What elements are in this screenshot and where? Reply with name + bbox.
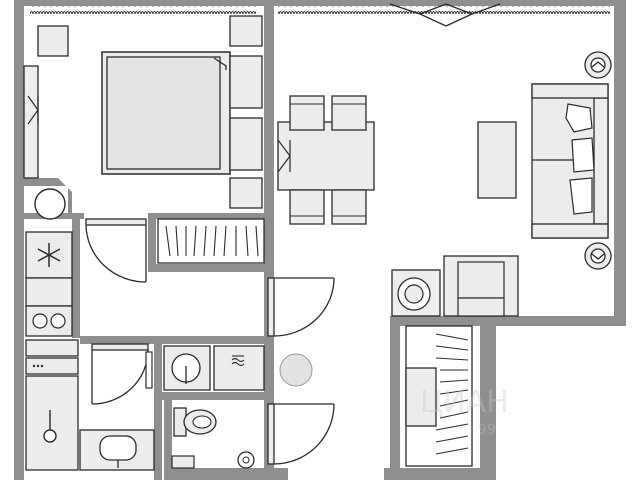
wardrobe-entry <box>25 375 79 471</box>
bathroom <box>145 345 265 391</box>
nightstand-top <box>229 15 263 47</box>
bedroom <box>23 15 265 283</box>
chair-1 <box>289 95 325 131</box>
bedroom-wardrobe <box>23 65 39 179</box>
wall-bath-top <box>148 336 268 344</box>
cushion-1 <box>565 103 593 133</box>
living-window <box>278 6 610 14</box>
toilet-sink <box>171 455 195 469</box>
wall-wardrobe-bottom <box>148 264 268 272</box>
nightstand-bottom <box>229 177 263 209</box>
wall-bottom-mid <box>384 468 398 480</box>
outer-wall-right <box>614 0 626 326</box>
pillow-top <box>229 55 263 109</box>
pillow-bottom <box>229 117 263 171</box>
watermark: ЦИАН 99 <box>420 385 509 438</box>
outer-wall-left <box>14 0 24 480</box>
ceiling-lamp-hall <box>279 353 313 387</box>
chair-4 <box>331 189 367 225</box>
ceiling-lamp-icon <box>43 429 57 443</box>
snowflake-icon <box>37 243 61 267</box>
shoe-cabinet <box>25 339 79 357</box>
water-wave-icon <box>231 355 245 367</box>
toilet-seat <box>192 415 212 429</box>
kitchen <box>25 188 73 337</box>
bedroom-window <box>30 6 256 14</box>
table-window-icon <box>277 139 291 173</box>
wall-toilet-left <box>164 400 172 480</box>
entry <box>25 339 155 471</box>
toilet-room <box>171 407 255 469</box>
floor-lamp-bottom <box>584 242 612 270</box>
living-room <box>277 51 612 317</box>
coffee-table <box>477 121 517 199</box>
counter <box>25 277 73 307</box>
living-bottom-wall <box>390 316 626 326</box>
speaker-inner <box>404 284 424 304</box>
wall-bedroom-living <box>264 0 274 272</box>
door-swing-icon <box>85 218 147 283</box>
round-sink <box>34 188 66 220</box>
bed-mattress <box>106 56 221 170</box>
balcony-cabinet <box>405 367 437 427</box>
wall-bedroom-bottom-2 <box>148 213 268 219</box>
dots <box>32 364 44 368</box>
wall-balcony-right <box>480 316 496 480</box>
wall-bathroom-mid <box>162 392 266 400</box>
wall-wardrobe-left <box>148 213 156 272</box>
vanity <box>99 435 137 461</box>
burner-1 <box>32 313 48 329</box>
chair-3 <box>289 189 325 225</box>
wall-kitchen-right <box>72 213 80 338</box>
bedroom-dresser <box>37 25 69 57</box>
bath-door-swing <box>91 343 149 405</box>
sofa-arm-top <box>531 83 609 99</box>
walls <box>14 0 626 480</box>
floor-lamp-top <box>584 51 612 79</box>
armchair-seat <box>457 261 505 299</box>
wall-pipe <box>145 351 153 389</box>
hallway-doors <box>267 277 335 465</box>
hangers <box>165 225 259 257</box>
cushion-2 <box>571 137 595 173</box>
wall-bathroom-left <box>154 344 162 480</box>
balcony <box>405 325 473 467</box>
wall-balcony-left <box>390 316 400 480</box>
watermark-sub: 99 <box>478 422 496 438</box>
balcony-hangers <box>435 333 469 455</box>
bedroom-closet <box>157 218 265 264</box>
outer-wall-top-living <box>268 0 626 6</box>
washing-machine <box>213 345 265 391</box>
wall-toilet-bottom <box>164 468 288 480</box>
wall-balcony-bottom <box>390 468 496 480</box>
burner-2 <box>50 313 66 329</box>
cushion-3 <box>569 177 593 215</box>
windows <box>30 3 610 27</box>
chair-2 <box>331 95 367 131</box>
dining-table <box>277 121 375 191</box>
cabinet-2 <box>25 357 79 375</box>
sofa-arm-bottom <box>531 223 609 239</box>
outer-wall-top-bedroom <box>14 0 272 6</box>
balcony-door-icon <box>389 3 501 27</box>
blanket-fold <box>213 57 227 70</box>
window-icon <box>27 95 39 125</box>
sofa-back <box>593 97 609 225</box>
wall-lower-horizontal <box>80 336 164 344</box>
wall-hall-living <box>264 272 274 480</box>
armchair-back <box>457 297 505 317</box>
watermark-text: ЦИАН <box>420 385 509 420</box>
